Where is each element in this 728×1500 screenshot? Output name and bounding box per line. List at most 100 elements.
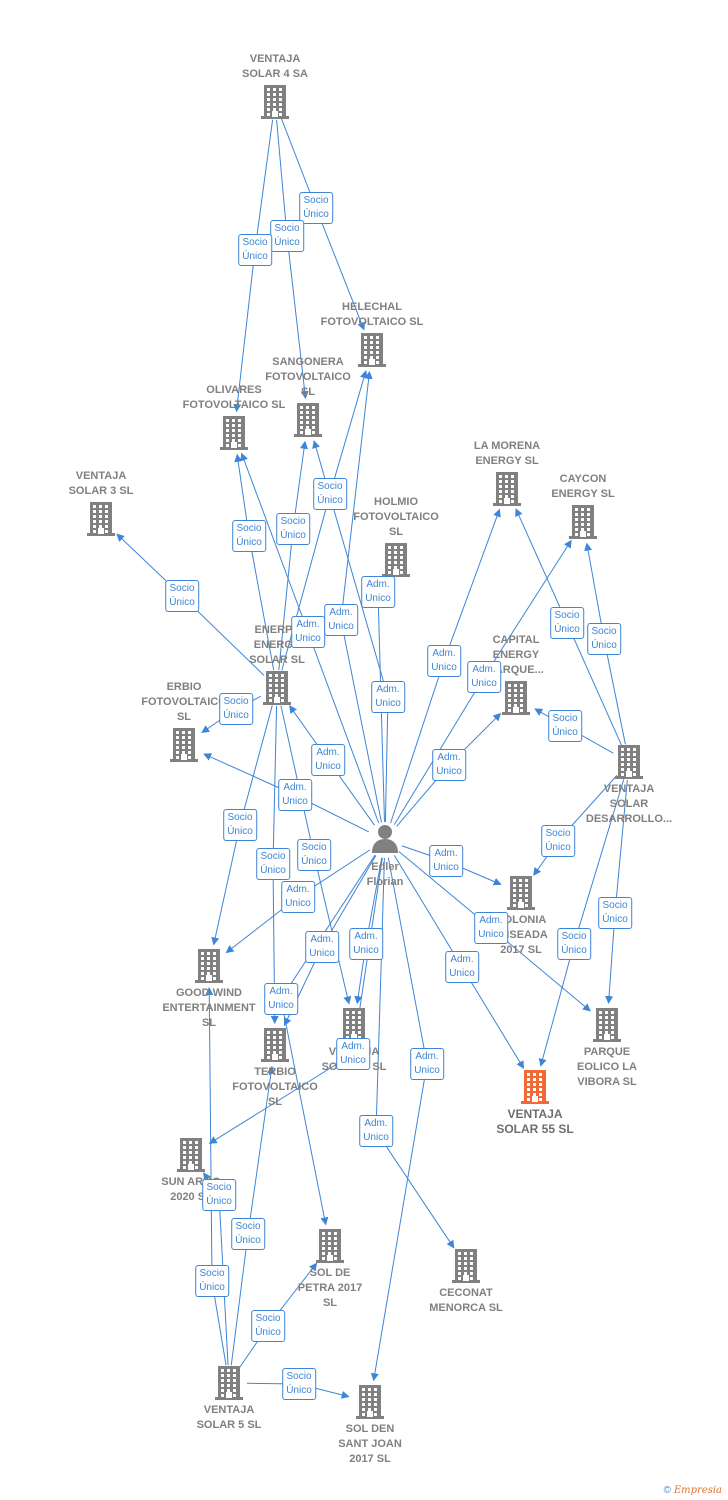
node-label[interactable]: VENTAJA SOLAR 55 SL <box>496 1107 574 1136</box>
node-label[interactable]: OLIVARES FOTOVOLTAICO SL <box>182 384 286 411</box>
node-label[interactable]: SOL DEN SANT JOAN 2017 SL <box>338 1423 402 1465</box>
relation-badge[interactable]: Socio Único <box>251 1310 285 1342</box>
relation-badge[interactable]: Adm. Unico <box>361 576 395 608</box>
relation-badge[interactable]: Socio Único <box>165 580 199 612</box>
node-soldensant[interactable]: SOL DEN SANT JOAN 2017 SL <box>300 1422 440 1467</box>
relation-badge[interactable]: Socio Único <box>276 513 310 545</box>
relation-badge[interactable]: Socio Único <box>223 809 257 841</box>
relation-badge[interactable]: Adm. Unico <box>324 604 358 636</box>
relation-badge[interactable]: Socio Único <box>219 693 253 725</box>
node-ceconat[interactable]: CECONAT MENORCA SL <box>396 1286 536 1316</box>
node-label[interactable]: LA MORENA ENERGY SL <box>473 440 541 467</box>
node-vs4[interactable]: VENTAJA SOLAR 4 SA <box>205 52 345 82</box>
relation-badge[interactable]: Socio Único <box>541 825 575 857</box>
node-vs55[interactable]: VENTAJA SOLAR 55 SL <box>465 1107 605 1137</box>
relation-badge[interactable]: Socio Único <box>550 607 584 639</box>
relation-badge[interactable]: Socio Único <box>313 478 347 510</box>
building-icon <box>506 876 536 915</box>
node-label[interactable]: VENTAJA SOLAR 3 SL <box>68 470 134 497</box>
node-erbio[interactable]: ERBIO FOTOVOLTAICO SL <box>114 680 254 725</box>
relation-badge[interactable]: Socio Único <box>232 520 266 552</box>
node-sunarmo[interactable]: SUN ARMO 2020 SL <box>121 1175 261 1205</box>
relation-badge[interactable]: Adm. Unico <box>311 744 345 776</box>
relation-badge[interactable]: Socio Único <box>587 623 621 655</box>
relation-badge[interactable]: Adm. Unico <box>410 1048 444 1080</box>
relation-badge[interactable]: Socio Único <box>270 220 304 252</box>
relation-badge[interactable]: Adm. Unico <box>432 749 466 781</box>
relation-badge[interactable]: Socio Único <box>282 1368 316 1400</box>
building-icon <box>501 681 531 720</box>
relation-badge[interactable]: Adm. Unico <box>429 845 463 877</box>
node-capital[interactable]: CAPITAL ENERGY PARQUE... <box>446 633 586 678</box>
relation-badge[interactable]: Adm. Unico <box>371 681 405 713</box>
relation-badge[interactable]: Socio Único <box>548 710 582 742</box>
node-label[interactable]: GOOD WIND ENTERTAINMENT SL <box>162 987 256 1029</box>
node-label[interactable]: HOLMIO FOTOVOLTAICO SL <box>353 496 439 538</box>
node-olivares[interactable]: OLIVARES FOTOVOLTAICO SL <box>164 383 304 413</box>
node-label[interactable]: ENERPA ENERGY SOLAR SL <box>249 624 305 666</box>
relation-badge[interactable]: Adm. Unico <box>291 616 325 648</box>
node-caycon[interactable]: CAYCON ENERGY SL <box>513 472 653 502</box>
building-icon <box>614 745 644 784</box>
node-edler[interactable]: Edler Florian <box>315 860 455 890</box>
relation-badge[interactable]: Socio Único <box>299 192 333 224</box>
relation-badge[interactable]: Adm. Unico <box>349 928 383 960</box>
node-label[interactable]: CAPITAL ENERGY PARQUE... <box>488 634 544 676</box>
node-label[interactable]: TERBIO FOTOVOLTAICO SL <box>232 1066 318 1108</box>
node-vsdes[interactable]: VENTAJA SOLAR DESARROLLO... <box>559 782 699 827</box>
node-label[interactable]: SANGONERA FOTOVOLTAICO SL <box>265 356 351 398</box>
relation-badge[interactable]: Adm. Unico <box>474 912 508 944</box>
node-label[interactable]: CAYCON ENERGY SL <box>551 473 615 500</box>
person-icon <box>370 823 400 858</box>
building-icon <box>219 416 249 455</box>
node-label[interactable]: SOL DE PETRA 2017 SL <box>297 1267 363 1309</box>
node-soldepetra[interactable]: SOL DE PETRA 2017 SL <box>260 1266 400 1311</box>
node-label[interactable]: VENTAJA SOLAR 4 SA <box>241 53 308 80</box>
node-vs3[interactable]: VENTAJA SOLAR 3 SL <box>31 469 171 499</box>
building-icon <box>592 1008 622 1047</box>
relation-badge[interactable]: Socio Único <box>238 234 272 266</box>
node-label[interactable]: ERBIO FOTOVOLTAICO SL <box>141 681 227 723</box>
node-parque[interactable]: PARQUE EOLICO LA VIBORA SL <box>537 1045 677 1090</box>
brand-logo[interactable]: Empresia <box>673 1485 722 1496</box>
relation-badge[interactable]: Adm. Unico <box>467 661 501 693</box>
node-holmio[interactable]: HOLMIO FOTOVOLTAICO SL <box>326 495 466 540</box>
relation-badge[interactable]: Adm. Unico <box>445 951 479 983</box>
relation-badge[interactable]: Adm. Unico <box>264 983 298 1015</box>
relation-badge[interactable]: Socio Único <box>598 897 632 929</box>
relation-badge[interactable]: Adm. Unico <box>281 881 315 913</box>
relation-badge[interactable]: Adm. Unico <box>336 1038 370 1070</box>
node-sangonera[interactable]: SANGONERA FOTOVOLTAICO SL <box>238 355 378 400</box>
relation-badge[interactable]: Adm. Unico <box>278 779 312 811</box>
node-label[interactable]: HELECHAL FOTOVOLTAICO SL <box>320 301 424 328</box>
relation-badge[interactable]: Adm. Unico <box>359 1115 393 1147</box>
node-label[interactable]: SUN ARMO 2020 SL <box>161 1176 220 1203</box>
relation-badge[interactable]: Adm. Unico <box>427 645 461 677</box>
building-icon <box>293 403 323 442</box>
relation-badge[interactable]: Socio Único <box>231 1218 265 1250</box>
node-terbio[interactable]: TERBIO FOTOVOLTAICO SL <box>205 1065 345 1110</box>
relation-badge[interactable]: Socio Único <box>256 848 290 880</box>
node-enerpa[interactable]: ENERPA ENERGY SOLAR SL <box>207 623 347 668</box>
node-label[interactable]: VENTAJA SOLAR DESARROLLO... <box>585 783 673 825</box>
node-vs5[interactable]: VENTAJA SOLAR 5 SL <box>159 1403 299 1433</box>
building-icon <box>357 333 387 372</box>
node-label[interactable]: Edler Florian <box>366 861 404 888</box>
node-label[interactable]: VENTAJA SOLAR 5 SL <box>196 1404 262 1431</box>
building-icon <box>520 1070 550 1109</box>
relation-badge[interactable]: Socio Único <box>557 928 591 960</box>
building-icon <box>260 85 290 124</box>
building-icon <box>568 505 598 544</box>
building-icon <box>451 1249 481 1288</box>
node-helechal[interactable]: HELECHAL FOTOVOLTAICO SL <box>302 300 442 330</box>
relation-badge[interactable]: Socio Único <box>297 839 331 871</box>
relation-badge[interactable]: Socio Único <box>202 1179 236 1211</box>
relation-badge[interactable]: Adm. Unico <box>305 931 339 963</box>
building-icon <box>315 1229 345 1268</box>
relation-badge[interactable]: Socio Único <box>195 1265 229 1297</box>
node-goodwind[interactable]: GOOD WIND ENTERTAINMENT SL <box>139 986 279 1031</box>
building-icon <box>176 1138 206 1177</box>
node-label[interactable]: CECONAT MENORCA SL <box>429 1287 503 1314</box>
node-lamorena[interactable]: LA MORENA ENERGY SL <box>437 439 577 469</box>
node-label[interactable]: PARQUE EOLICO LA VIBORA SL <box>577 1046 637 1088</box>
